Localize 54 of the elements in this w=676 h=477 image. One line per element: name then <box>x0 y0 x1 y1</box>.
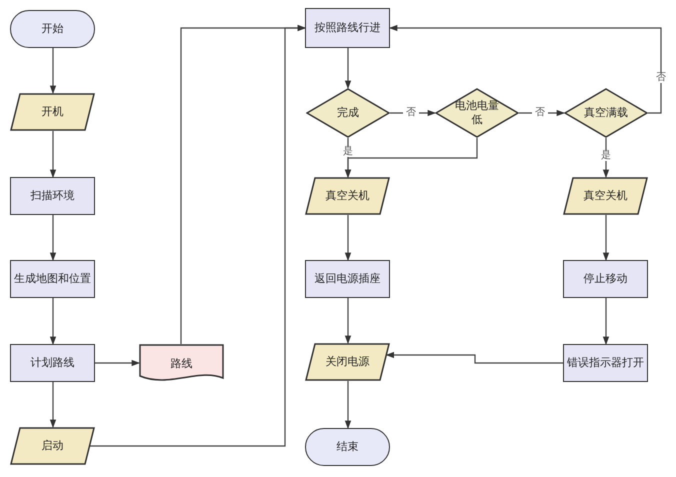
process-box <box>10 177 95 215</box>
process-box <box>563 260 648 298</box>
node-label: 开机 <box>42 105 64 119</box>
node-label: 按照路线行进 <box>314 21 380 35</box>
node-label: 关闭电源 <box>326 355 370 369</box>
node-label: 真空关机 <box>584 189 628 203</box>
node-label: 真空关机 <box>326 189 370 203</box>
node-label: 开始 <box>42 22 64 36</box>
arrow <box>344 381 352 430</box>
io-parallelogram <box>10 427 95 465</box>
arrow <box>602 215 610 262</box>
node-label: 生成地图和位置 <box>14 272 91 286</box>
arrow <box>344 215 352 262</box>
arrow <box>95 360 140 366</box>
arrow <box>344 138 478 178</box>
node-label: 完成 <box>337 106 359 120</box>
io-parallelogram <box>305 343 390 381</box>
process-box <box>10 260 95 298</box>
arrow <box>388 24 662 114</box>
decision-diamond <box>435 88 519 138</box>
arrow <box>519 110 566 116</box>
arrow <box>50 382 56 428</box>
arrow <box>90 24 306 447</box>
node-label: 启动 <box>42 439 64 453</box>
node-label: 计划路线 <box>30 356 74 370</box>
edge-label: 否 <box>403 108 419 118</box>
arrow <box>50 298 56 346</box>
process-box <box>305 8 390 48</box>
arrow <box>386 352 563 364</box>
process-box <box>10 344 95 382</box>
arrow <box>390 110 436 116</box>
node-label: 真空满载 <box>584 106 628 120</box>
node-label: 错误指示器打开 <box>567 356 644 370</box>
io-parallelogram <box>305 177 390 215</box>
process-box <box>305 260 390 298</box>
edge-label: 否 <box>653 73 669 83</box>
node-label: 路线 <box>170 357 192 371</box>
edge-label: 否 <box>532 108 548 118</box>
node-label: 返回电源插座 <box>314 272 380 286</box>
node-label: 电池电量低 <box>454 99 500 127</box>
arrow <box>50 48 56 94</box>
arrow <box>50 131 56 178</box>
arrow <box>344 48 352 90</box>
arrow <box>602 298 610 346</box>
node-label: 结束 <box>336 440 358 454</box>
io-parallelogram <box>10 93 95 131</box>
io-parallelogram <box>563 177 648 215</box>
node-label: 扫描环境 <box>30 189 74 203</box>
node-label: 停止移动 <box>584 272 628 286</box>
arrow <box>344 298 352 344</box>
process-box <box>563 344 648 382</box>
decision-diamond <box>306 88 390 138</box>
decision-diamond <box>564 88 648 138</box>
arrow <box>50 215 56 262</box>
